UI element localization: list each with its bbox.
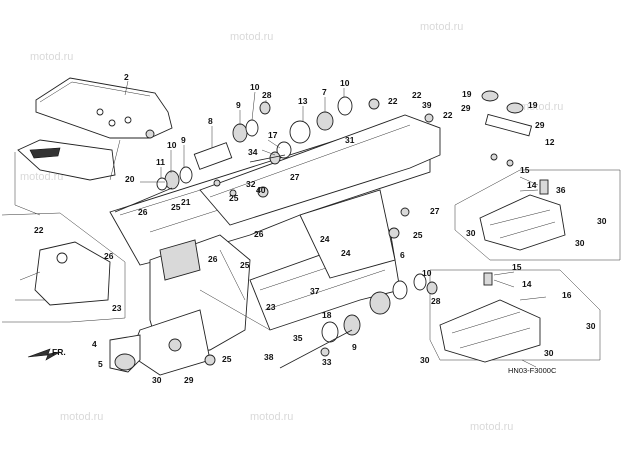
watermark-text: motod.ru bbox=[420, 21, 463, 33]
callout-c16: 16 bbox=[562, 290, 572, 300]
callout-c12: 12 bbox=[545, 137, 555, 147]
callout-c11: 11 bbox=[156, 157, 165, 167]
callout-c22d: 22 bbox=[34, 225, 44, 235]
callout-c25d: 25 bbox=[240, 260, 250, 270]
callout-c22c: 22 bbox=[443, 110, 453, 120]
callout-c29a: 29 bbox=[461, 103, 471, 113]
callout-c10d: 10 bbox=[422, 268, 432, 278]
callout-c30d: 30 bbox=[420, 355, 430, 365]
callout-c20: 20 bbox=[125, 174, 135, 184]
callout-c24a: 24 bbox=[320, 234, 330, 244]
watermark-text: motod.ru bbox=[520, 101, 563, 113]
watermark-layer: motod.ru motod.ru motod.ru motod.ru moto… bbox=[20, 21, 563, 433]
callout-layer bbox=[124, 80, 547, 368]
front-direction-label: FR. bbox=[52, 347, 66, 357]
callout-c29b: 29 bbox=[535, 120, 545, 130]
callout-c26d: 26 bbox=[208, 254, 218, 264]
callout-c7: 7 bbox=[322, 87, 327, 97]
lower-pivot-components bbox=[279, 273, 438, 369]
callout-c39: 39 bbox=[422, 100, 432, 110]
callout-c9c: 9 bbox=[352, 342, 357, 352]
callout-c30c: 30 bbox=[152, 375, 162, 385]
callout-c40: 40 bbox=[256, 185, 266, 195]
callout-c30a: 30 bbox=[466, 228, 476, 238]
watermark-text: motod.ru bbox=[20, 171, 63, 183]
watermark-text: motod.ru bbox=[250, 411, 293, 423]
callout-c6: 6 bbox=[400, 250, 405, 260]
callout-c4: 4 bbox=[92, 339, 97, 349]
callout-c23a: 23 bbox=[112, 303, 122, 313]
callout-c14b: 14 bbox=[522, 279, 532, 289]
callout-c19b: 19 bbox=[528, 100, 538, 110]
inset-bracket-left bbox=[1, 212, 126, 323]
callout-c10c: 10 bbox=[167, 140, 177, 150]
callout-c33: 33 bbox=[322, 357, 332, 367]
callout-c36: 36 bbox=[556, 185, 566, 195]
callout-c26b: 26 bbox=[104, 251, 114, 261]
watermark-text: motod.ru bbox=[30, 51, 73, 63]
pivot-components bbox=[114, 96, 353, 213]
main-frame bbox=[109, 114, 441, 376]
callout-c28b: 28 bbox=[431, 296, 441, 306]
callout-c5: 5 bbox=[98, 359, 103, 369]
callout-c10b: 10 bbox=[340, 78, 350, 88]
callout-c30f: 30 bbox=[586, 321, 596, 331]
callout-c26a: 26 bbox=[138, 207, 148, 217]
callout-c37: 37 bbox=[310, 286, 320, 296]
callout-c30g: 30 bbox=[597, 216, 607, 226]
callout-c34: 34 bbox=[248, 147, 258, 157]
inset-bracket-right bbox=[429, 169, 621, 363]
watermark-text: motod.ru bbox=[230, 31, 273, 43]
callout-c25e: 25 bbox=[222, 354, 232, 364]
callout-c9b: 9 bbox=[181, 135, 186, 145]
callout-c15b: 15 bbox=[512, 262, 522, 272]
watermark-text: motod.ru bbox=[60, 411, 103, 423]
callout-c27b: 27 bbox=[430, 206, 440, 216]
callout-c22a: 22 bbox=[388, 96, 398, 106]
callout-c29c: 29 bbox=[184, 375, 194, 385]
callout-c15a: 15 bbox=[520, 165, 530, 175]
callout-c27a: 27 bbox=[290, 172, 300, 182]
watermark-text: motod.ru bbox=[470, 421, 513, 433]
upper-bracket bbox=[368, 90, 533, 239]
callout-c28a: 28 bbox=[262, 90, 272, 100]
callout-c10a: 10 bbox=[250, 82, 260, 92]
callout-c22b: 22 bbox=[412, 90, 422, 100]
callout-c31: 31 bbox=[345, 135, 355, 145]
callout-c13: 13 bbox=[298, 96, 308, 106]
callout-c9a: 9 bbox=[236, 100, 241, 110]
callout-c24b: 24 bbox=[341, 248, 351, 258]
callout-c38: 38 bbox=[264, 352, 274, 362]
callout-c21: 21 bbox=[181, 197, 191, 207]
callout-c19a: 19 bbox=[462, 89, 472, 99]
callout-c2: 2 bbox=[124, 72, 129, 82]
callout-c35: 35 bbox=[293, 333, 303, 343]
callout-c25b: 25 bbox=[171, 202, 181, 212]
callout-c8: 8 bbox=[208, 116, 213, 126]
callout-c30e: 30 bbox=[544, 348, 554, 358]
callout-c17: 17 bbox=[268, 130, 278, 140]
front-tow-bracket: FR. bbox=[27, 334, 141, 373]
callout-c23b: 23 bbox=[266, 302, 276, 312]
skid-plate bbox=[14, 77, 173, 216]
reference-code: HN03-F3000C bbox=[508, 366, 557, 375]
callout-c25a: 25 bbox=[229, 193, 239, 203]
callout-c25c: 25 bbox=[413, 230, 423, 240]
callout-c30b: 30 bbox=[575, 238, 585, 248]
callout-c14a: 14 bbox=[527, 180, 537, 190]
callout-c26c: 26 bbox=[254, 229, 264, 239]
callout-c32: 32 bbox=[246, 179, 256, 189]
callout-c18: 18 bbox=[322, 310, 332, 320]
